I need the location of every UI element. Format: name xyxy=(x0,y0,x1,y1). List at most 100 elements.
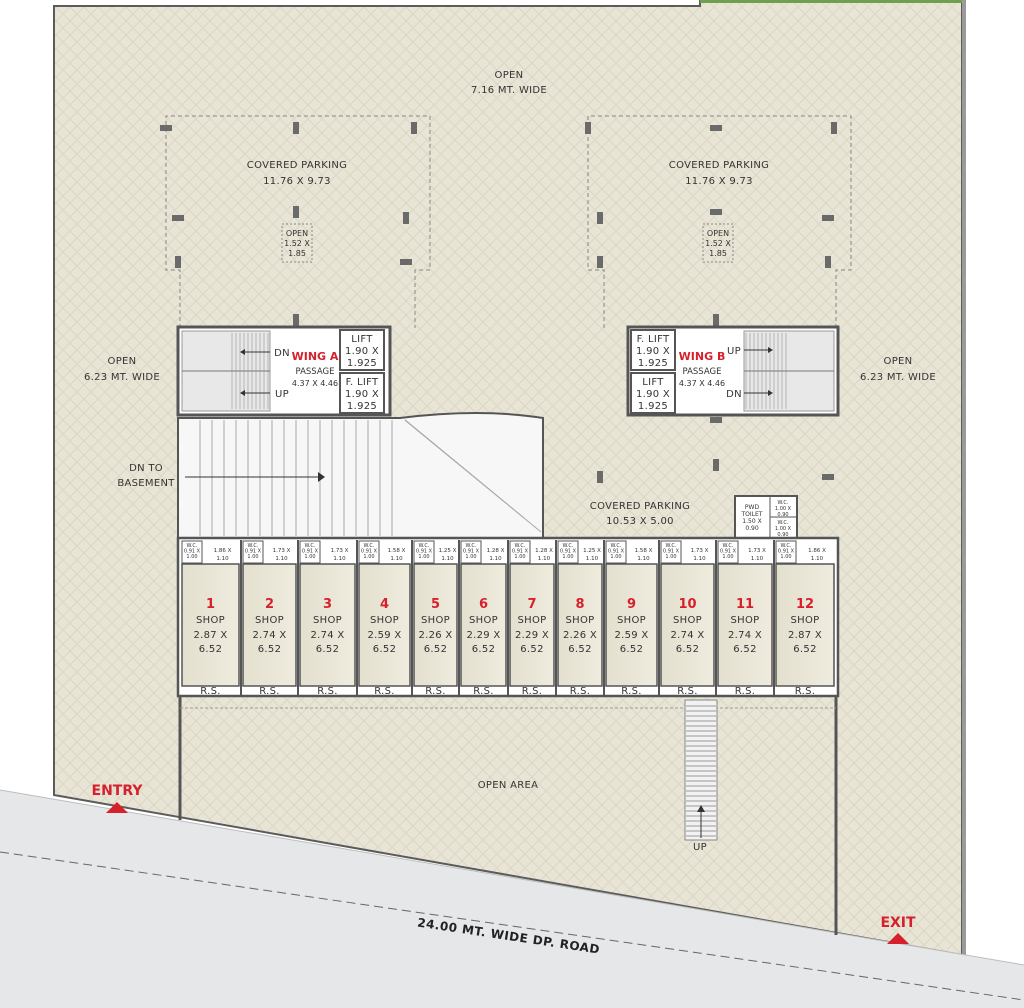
column xyxy=(831,122,837,134)
shop-label: SHOP xyxy=(791,615,820,626)
column xyxy=(172,215,184,221)
pwd-toilet xyxy=(734,495,798,539)
wing-a-lift-line3: 1.925 xyxy=(347,358,377,369)
shop-number: 6 xyxy=(479,597,488,612)
open-area-zone xyxy=(178,696,838,935)
wc-size-2: 1.10 xyxy=(538,556,551,562)
column xyxy=(825,256,831,268)
column xyxy=(597,471,603,483)
parking-left-line1: COVERED PARKING xyxy=(247,160,347,171)
shop-floor xyxy=(413,563,458,687)
shop-label: SHOP xyxy=(196,615,225,626)
column xyxy=(411,122,417,134)
wc-label: 0.91 X xyxy=(512,549,529,555)
wing-b-flift-line3: 1.925 xyxy=(638,358,668,369)
wc-label: W.C. xyxy=(247,543,258,549)
wing-a-lift-line2: 1.90 X xyxy=(345,346,379,357)
up-stair xyxy=(684,699,718,841)
wc-label: 1.00 xyxy=(780,554,791,560)
open-top-line2: 7.16 MT. WIDE xyxy=(471,85,547,96)
wc-label: W.C. xyxy=(610,543,621,549)
wc-size: 1.58 X xyxy=(635,548,653,554)
shop-depth: 6.52 xyxy=(373,644,396,655)
rs-label: R.S. xyxy=(259,686,280,697)
column xyxy=(597,212,603,224)
wing-b-passage: PASSAGE xyxy=(683,367,722,377)
open-small-right-line2: 1.52 X xyxy=(705,239,731,248)
shop-width: 2.74 X xyxy=(728,630,762,641)
wc-size: 1.86 X xyxy=(808,548,826,554)
wc-label: 0.91 X xyxy=(245,549,262,555)
shop-width: 2.87 X xyxy=(193,630,227,641)
pwd-wc1-line1: W.C. xyxy=(777,500,788,506)
wc-label: 1.00 xyxy=(465,554,476,560)
wc-size-2: 1.10 xyxy=(275,556,288,562)
shop-width: 2.29 X xyxy=(466,630,500,641)
shop-number: 1 xyxy=(206,597,215,612)
wc-box xyxy=(242,540,264,564)
wc-label: 0.91 X xyxy=(361,549,378,555)
shop-label: SHOP xyxy=(255,615,284,626)
shop-width: 2.87 X xyxy=(788,630,822,641)
wc-box xyxy=(509,540,531,564)
open-right-line1: OPEN xyxy=(884,356,913,367)
wing-b-size: 4.37 X 4.46 xyxy=(679,379,725,388)
shop-label: SHOP xyxy=(731,615,760,626)
open-small-right-box xyxy=(702,223,734,263)
shop-floor xyxy=(299,563,356,687)
wc-label: 1.00 xyxy=(610,554,621,560)
column xyxy=(585,122,591,134)
wc-size: 1.28 X xyxy=(535,548,553,554)
shop-number: 8 xyxy=(575,597,584,612)
wc-label: 1.00 xyxy=(304,554,315,560)
wc-size: 1.73 X xyxy=(331,548,349,554)
open-small-left-line3: 1.85 xyxy=(288,249,306,258)
wing-a-size: 4.37 X 4.46 xyxy=(292,379,338,388)
wc-size: 1.25 X xyxy=(583,548,601,554)
shop-depth: 6.52 xyxy=(793,644,816,655)
shop-number: 3 xyxy=(323,597,332,612)
rs-label: R.S. xyxy=(374,686,395,697)
rs-label: R.S. xyxy=(317,686,338,697)
shop-width: 2.74 X xyxy=(310,630,344,641)
wc-size: 1.73 X xyxy=(748,548,766,554)
wc-size-2: 1.10 xyxy=(489,556,502,562)
shop-label: SHOP xyxy=(469,615,498,626)
parking-right-line2: 11.76 X 9.73 xyxy=(685,176,753,187)
wc-box xyxy=(358,540,380,564)
pwd-wc2-line1: W.C. xyxy=(777,520,788,526)
wc-label: 1.00 xyxy=(363,554,374,560)
column xyxy=(293,206,299,218)
rs-label: R.S. xyxy=(473,686,494,697)
wc-size: 1.25 X xyxy=(439,548,457,554)
wc-box xyxy=(605,540,627,564)
shop-number: 4 xyxy=(380,597,389,612)
shop-number: 9 xyxy=(627,597,636,612)
wc-box xyxy=(717,540,739,564)
column xyxy=(293,122,299,134)
column xyxy=(160,125,172,131)
shop-label: SHOP xyxy=(421,615,450,626)
shop-number: 7 xyxy=(527,597,536,612)
shop-depth: 6.52 xyxy=(316,644,339,655)
shop-depth: 6.52 xyxy=(620,644,643,655)
shop-label: SHOP xyxy=(673,615,702,626)
shop-width: 2.29 X xyxy=(515,630,549,641)
shop-label: SHOP xyxy=(518,615,547,626)
open-small-left-line1: OPEN xyxy=(286,229,308,238)
wc-size-2: 1.10 xyxy=(637,556,650,562)
column xyxy=(293,314,299,326)
open-small-left-line2: 1.52 X xyxy=(284,239,310,248)
wing-b-lift-line3: 1.925 xyxy=(638,401,668,412)
wc-box xyxy=(181,540,203,564)
wc-size-2: 1.10 xyxy=(751,556,764,562)
wc-label: W.C. xyxy=(514,543,525,549)
wc-label: 1.00 xyxy=(514,554,525,560)
shop-depth: 6.52 xyxy=(676,644,699,655)
open-small-right-line1: OPEN xyxy=(707,229,729,238)
shop-label: SHOP xyxy=(617,615,646,626)
